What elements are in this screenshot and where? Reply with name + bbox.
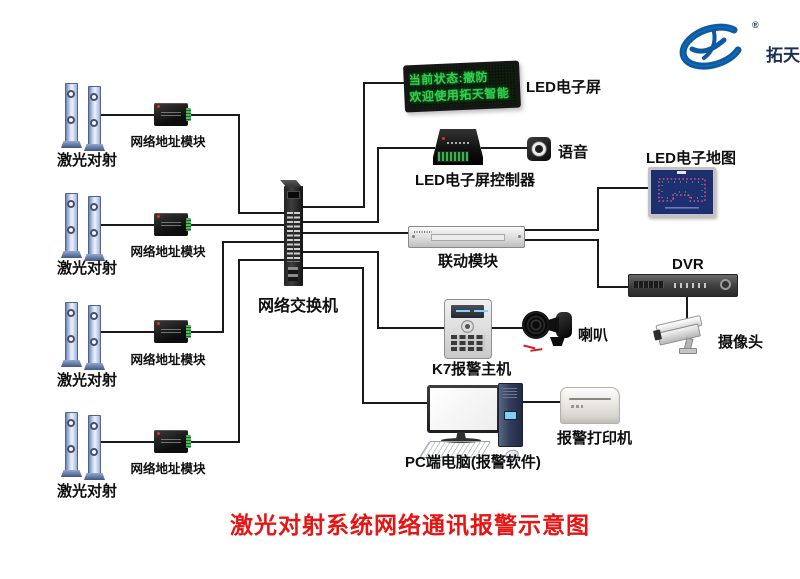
connector-line	[188, 114, 240, 116]
led-screen-controller	[433, 129, 483, 165]
connector-line	[597, 239, 599, 288]
connector-line	[302, 232, 409, 234]
led-display-line2: 欢迎使用拓天智能	[409, 85, 510, 104]
laser-detector-pair-4	[61, 412, 113, 484]
laser-detector-pair-1	[61, 83, 113, 155]
voice-label: 语音	[558, 144, 589, 161]
network-address-module-3	[154, 320, 191, 343]
led-electronic-map	[648, 167, 716, 217]
connector-line	[362, 267, 364, 404]
led-screen-label: LED电子屏	[526, 79, 602, 96]
horn-label: 喇叭	[578, 327, 609, 344]
laser-label-1: 激光对射	[56, 152, 117, 169]
led-display-screen: 当前状态:撤防 欢迎使用拓天智能	[403, 60, 521, 113]
network-address-module-2	[154, 213, 191, 236]
pc-monitor	[427, 385, 500, 433]
connector-line	[686, 296, 688, 322]
linkage-module	[408, 226, 525, 248]
network-address-module-4	[154, 430, 191, 453]
laser-label-2: 激光对射	[56, 260, 117, 277]
connector-line	[302, 267, 364, 269]
connector-line	[222, 241, 224, 333]
connector-line	[522, 239, 599, 241]
connector-line	[597, 187, 599, 231]
connector-line	[238, 259, 286, 261]
dvr-recorder	[628, 274, 738, 297]
connector-line	[489, 327, 526, 329]
network-address-module-1	[154, 103, 191, 126]
dvr-label: DVR	[672, 256, 704, 273]
printer-label: 报警打印机	[557, 430, 633, 447]
camera-label: 摄像头	[718, 334, 764, 351]
connector-line	[377, 251, 379, 329]
connector-line	[238, 114, 240, 214]
voice-speaker	[527, 137, 551, 161]
module-label-1: 网络地址模块	[130, 135, 206, 149]
linkage-label: 联动模块	[438, 253, 499, 270]
connector-line	[188, 224, 286, 226]
map-dots-graphic	[658, 171, 706, 209]
connector-line	[522, 229, 599, 231]
laser-label-3: 激光对射	[56, 372, 117, 389]
connector-line	[100, 441, 154, 443]
connector-line	[100, 114, 154, 116]
connector-line	[100, 331, 154, 333]
connector-line	[377, 147, 435, 149]
connector-line	[481, 147, 528, 149]
connector-line	[188, 441, 240, 443]
connector-line	[302, 251, 379, 253]
controller-label: LED电子屏控制器	[415, 172, 536, 189]
brand-logo-text: 拓天	[766, 46, 800, 65]
connector-line	[188, 331, 224, 333]
pc-monitor-base	[441, 438, 481, 443]
laser-detector-pair-2	[61, 193, 113, 265]
module-label-3: 网络地址模块	[130, 353, 206, 367]
pc-monitor-stand	[456, 432, 466, 439]
led-map-label: LED电子地图	[646, 150, 737, 167]
alarm-printer	[560, 387, 620, 424]
connector-line	[222, 241, 286, 243]
connector-line	[302, 206, 365, 208]
connector-line	[597, 187, 650, 189]
k7-label: K7报警主机	[432, 361, 512, 378]
module-label-4: 网络地址模块	[130, 462, 206, 476]
connector-line	[363, 82, 407, 84]
connector-line	[302, 221, 379, 223]
connector-line	[597, 286, 630, 288]
diagram-title: 激光对射系统网络通讯报警示意图	[230, 512, 590, 538]
connector-line	[377, 147, 379, 223]
connector-line	[519, 401, 562, 403]
pc-label: PC端电脑(报警软件)	[405, 454, 541, 471]
horn-siren	[522, 306, 574, 354]
connector-line	[363, 82, 365, 208]
led-display-text: 当前状态:撤防 欢迎使用拓天智能	[408, 64, 516, 109]
connector-line	[362, 402, 428, 404]
registered-mark: ®	[752, 20, 759, 30]
laser-label-4: 激光对射	[56, 483, 117, 500]
network-switch	[280, 180, 303, 286]
connector-line	[377, 327, 445, 329]
k7-alarm-host	[444, 299, 492, 359]
connector-line	[238, 259, 240, 443]
pc-tower	[498, 383, 523, 447]
module-label-2: 网络地址模块	[130, 245, 206, 259]
switch-label: 网络交换机	[258, 298, 339, 315]
connector-line	[100, 224, 154, 226]
brand-logo-icon	[679, 23, 742, 70]
laser-detector-pair-3	[61, 302, 113, 374]
connector-line	[238, 212, 286, 214]
cctv-camera	[652, 314, 708, 354]
